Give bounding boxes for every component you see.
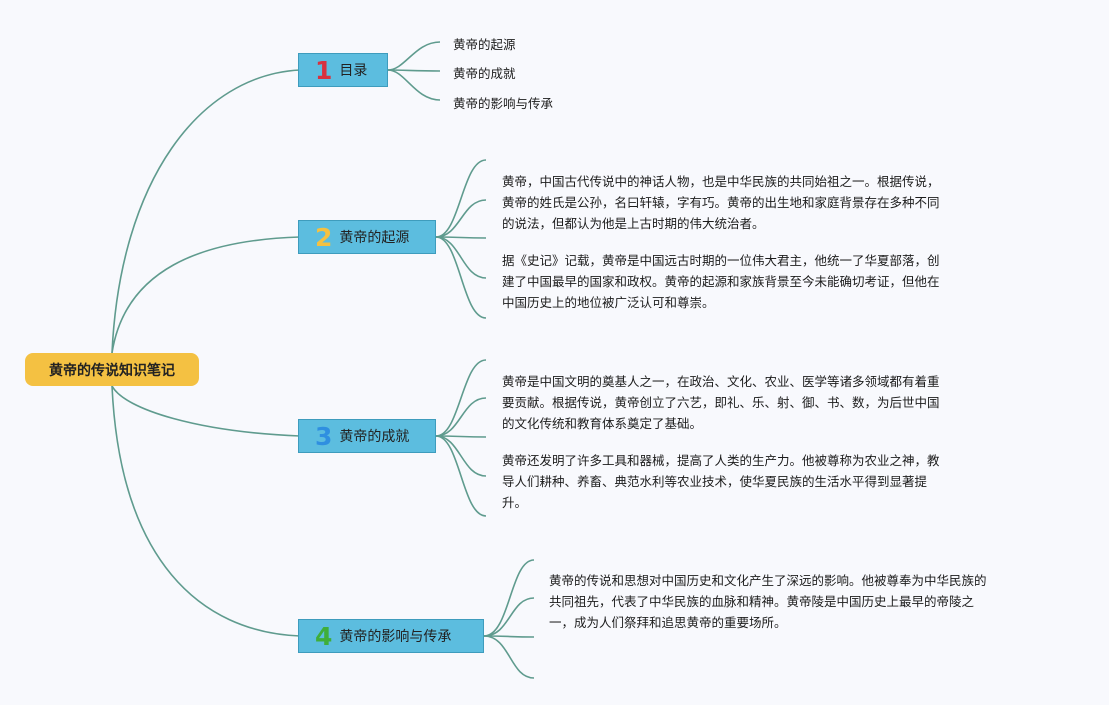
paragraph-line: 黄帝是中国文明的奠基人之一，在政治、文化、农业、医学等诸多领域都有着重 xyxy=(502,374,940,389)
connector-b3-l5 xyxy=(435,435,487,517)
connector-b4-l1 xyxy=(483,559,535,637)
connector-b3-l2 xyxy=(435,397,487,437)
achievements-paragraph-1: 黄帝是中国文明的奠基人之一，在政治、文化、农业、医学等诸多领域都有着重 要贡献。… xyxy=(502,371,940,434)
connector-b4-l2 xyxy=(483,597,535,637)
paragraph-line: 要贡献。根据传说，黄帝创立了六艺，即礼、乐、射、御、书、数，为后世中国 xyxy=(502,395,940,410)
connector-b2-l2 xyxy=(435,199,487,238)
paragraph-line: 黄帝的传说和思想对中国历史和文化产生了深远的影响。他被尊奉为中华民族的 xyxy=(549,573,987,588)
connector-b2-l5 xyxy=(435,236,487,319)
branch-label: 黄帝的起源 xyxy=(339,230,410,246)
branch-label: 黄帝的影响与传承 xyxy=(339,629,452,645)
connector-root-b1 xyxy=(111,69,301,354)
achievements-paragraph-2: 黄帝还发明了许多工具和器械，提高了人类的生产力。他被尊称为农业之神，教 导人们耕… xyxy=(502,450,940,513)
paragraph-line: 升。 xyxy=(502,495,528,510)
connector-b1-i1 xyxy=(387,41,441,71)
root-title: 黄帝的传说知识笔记 xyxy=(49,362,175,379)
number-icon-3: 3 xyxy=(315,421,333,451)
connector-b2-l4 xyxy=(435,236,487,279)
number-icon-1: 1 xyxy=(315,55,333,85)
paragraph-line: 中国历史上的地位被广泛认可和尊崇。 xyxy=(502,295,715,310)
number-icon-2: 2 xyxy=(315,222,333,252)
paragraph-line: 据《史记》记载，黄帝是中国远古时期的一位伟大君主，他统一了华夏部落，创 xyxy=(502,253,940,268)
paragraph-line: 共同祖先，代表了中华民族的血脉和精神。黄帝陵是中国历史上最早的帝陵之 xyxy=(549,594,975,609)
connector-b3-l1 xyxy=(435,359,487,437)
branch-label: 黄帝的成就 xyxy=(339,429,410,445)
branch-node-achievements[interactable]: 3 黄帝的成就 xyxy=(298,419,436,453)
branch-node-influence[interactable]: 4 黄帝的影响与传承 xyxy=(298,619,484,653)
influence-paragraph-1: 黄帝的传说和思想对中国历史和文化产生了深远的影响。他被尊奉为中华民族的 共同祖先… xyxy=(549,570,987,633)
number-icon-4: 4 xyxy=(315,621,333,651)
connector-b3-l4 xyxy=(435,435,487,477)
contents-item-achievements[interactable]: 黄帝的成就 xyxy=(453,66,516,81)
branch-label: 目录 xyxy=(339,63,368,79)
connector-root-b3 xyxy=(111,385,301,437)
connector-b2-l1 xyxy=(435,159,487,238)
contents-item-origin[interactable]: 黄帝的起源 xyxy=(453,37,516,52)
paragraph-line: 的说法，但都认为他是上古时期的伟大统治者。 xyxy=(502,216,765,231)
origin-paragraph-2: 据《史记》记载，黄帝是中国远古时期的一位伟大君主，他统一了华夏部落，创 建了中国… xyxy=(502,250,940,313)
paragraph-line: 一，成为人们祭拜和追思黄帝的重要场所。 xyxy=(549,615,787,630)
connector-b1-i2 xyxy=(387,69,441,72)
connector-root-b2 xyxy=(111,236,301,354)
paragraph-line: 黄帝的姓氏是公孙，名曰轩辕，字有巧。黄帝的出生地和家庭背景存在多种不同 xyxy=(502,195,940,210)
branch-node-origin[interactable]: 2 黄帝的起源 xyxy=(298,220,436,254)
paragraph-line: 黄帝，中国古代传说中的神话人物，也是中华民族的共同始祖之一。根据传说， xyxy=(502,174,940,189)
root-node[interactable]: 黄帝的传说知识笔记 xyxy=(25,353,199,386)
branch-node-contents[interactable]: 1 目录 xyxy=(298,53,388,87)
paragraph-line: 导人们耕种、养畜、典范水利等农业技术，使华夏民族的生活水平得到显著提 xyxy=(502,474,928,489)
paragraph-line: 建了中国最早的国家和政权。黄帝的起源和家族背景至今未能确切考证，但他在 xyxy=(502,274,940,289)
origin-paragraph-1: 黄帝，中国古代传说中的神话人物，也是中华民族的共同始祖之一。根据传说， 黄帝的姓… xyxy=(502,171,940,234)
paragraph-line: 的文化传统和教育体系奠定了基础。 xyxy=(502,416,703,431)
connector-b4-l4 xyxy=(483,635,535,679)
connector-b1-i3 xyxy=(387,69,441,101)
connector-root-b4 xyxy=(111,385,301,637)
paragraph-line: 黄帝还发明了许多工具和器械，提高了人类的生产力。他被尊称为农业之神，教 xyxy=(502,453,940,468)
contents-item-influence[interactable]: 黄帝的影响与传承 xyxy=(453,96,554,111)
